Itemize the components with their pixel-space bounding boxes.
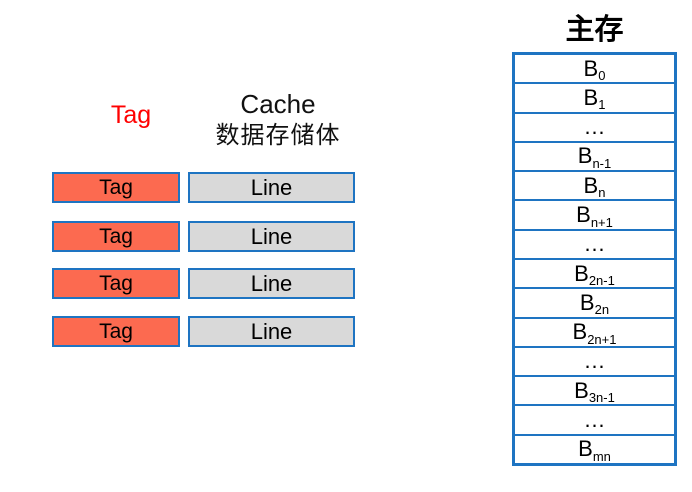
line-box: Line xyxy=(188,221,355,252)
tag-box: Tag xyxy=(52,316,180,347)
memory-block-label: B xyxy=(577,143,593,169)
cache-row: Tag Line xyxy=(0,316,692,347)
cache-header-line1: Cache xyxy=(240,89,316,119)
line-box-label: Line xyxy=(250,174,293,200)
memory-block-row: … xyxy=(515,406,674,436)
tag-box-label: Tag xyxy=(99,224,133,248)
memory-block-label: B xyxy=(583,84,599,110)
memory-block-subscript: 0 xyxy=(598,68,606,84)
line-box-label: Line xyxy=(250,318,293,344)
memory-block-subscript: 2n xyxy=(594,302,610,318)
line-box-label: Line xyxy=(250,270,293,296)
memory-block-label: B xyxy=(583,55,599,81)
tag-box: Tag xyxy=(52,221,180,252)
memory-block-label: B xyxy=(578,436,593,462)
memory-block-subscript: mn xyxy=(592,448,611,463)
memory-block-label: B xyxy=(579,289,595,315)
line-box-label: Line xyxy=(250,223,293,249)
cache-row: Tag Line xyxy=(0,268,692,299)
memory-block-subscript: 1 xyxy=(598,97,606,113)
memory-block-subscript: 3n-1 xyxy=(588,390,615,406)
memory-block-label: B xyxy=(576,202,591,228)
cache-column-header: Cache 数据存储体 xyxy=(200,89,356,151)
memory-block-subscript: n xyxy=(598,185,606,201)
line-box: Line xyxy=(188,268,355,299)
memory-block-label: B xyxy=(572,319,588,345)
memory-block-label: B xyxy=(574,377,589,403)
tag-column-header: Tag xyxy=(110,101,152,129)
memory-block-label: B xyxy=(583,172,599,198)
memory-block-subscript: 2n+1 xyxy=(587,331,617,347)
tag-box-label: Tag xyxy=(99,271,133,295)
line-box: Line xyxy=(188,316,355,347)
memory-block-subscript: n-1 xyxy=(592,155,612,171)
cache-header-line2: 数据存储体 xyxy=(215,122,341,149)
cache-row: Tag Line xyxy=(0,221,692,252)
tag-box-label: Tag xyxy=(99,175,133,199)
memory-block-label: … xyxy=(583,348,606,374)
tag-box-label: Tag xyxy=(99,319,133,343)
memory-block-label: B xyxy=(574,260,589,286)
memory-block-label: … xyxy=(583,231,606,257)
memory-block-label: … xyxy=(583,407,606,433)
memory-block-subscript: n+1 xyxy=(590,214,613,230)
memory-block-row: … xyxy=(515,114,674,143)
main-memory-title: 主存 xyxy=(565,14,624,46)
tag-box: Tag xyxy=(52,172,180,203)
memory-block-subscript: 2n-1 xyxy=(588,273,615,289)
line-box: Line xyxy=(188,172,355,203)
memory-block-row: … xyxy=(515,348,674,378)
memory-block-label: … xyxy=(583,114,606,140)
cache-row: Tag Line xyxy=(0,172,692,203)
memory-block-row: … xyxy=(515,231,674,260)
tag-box: Tag xyxy=(52,268,180,299)
